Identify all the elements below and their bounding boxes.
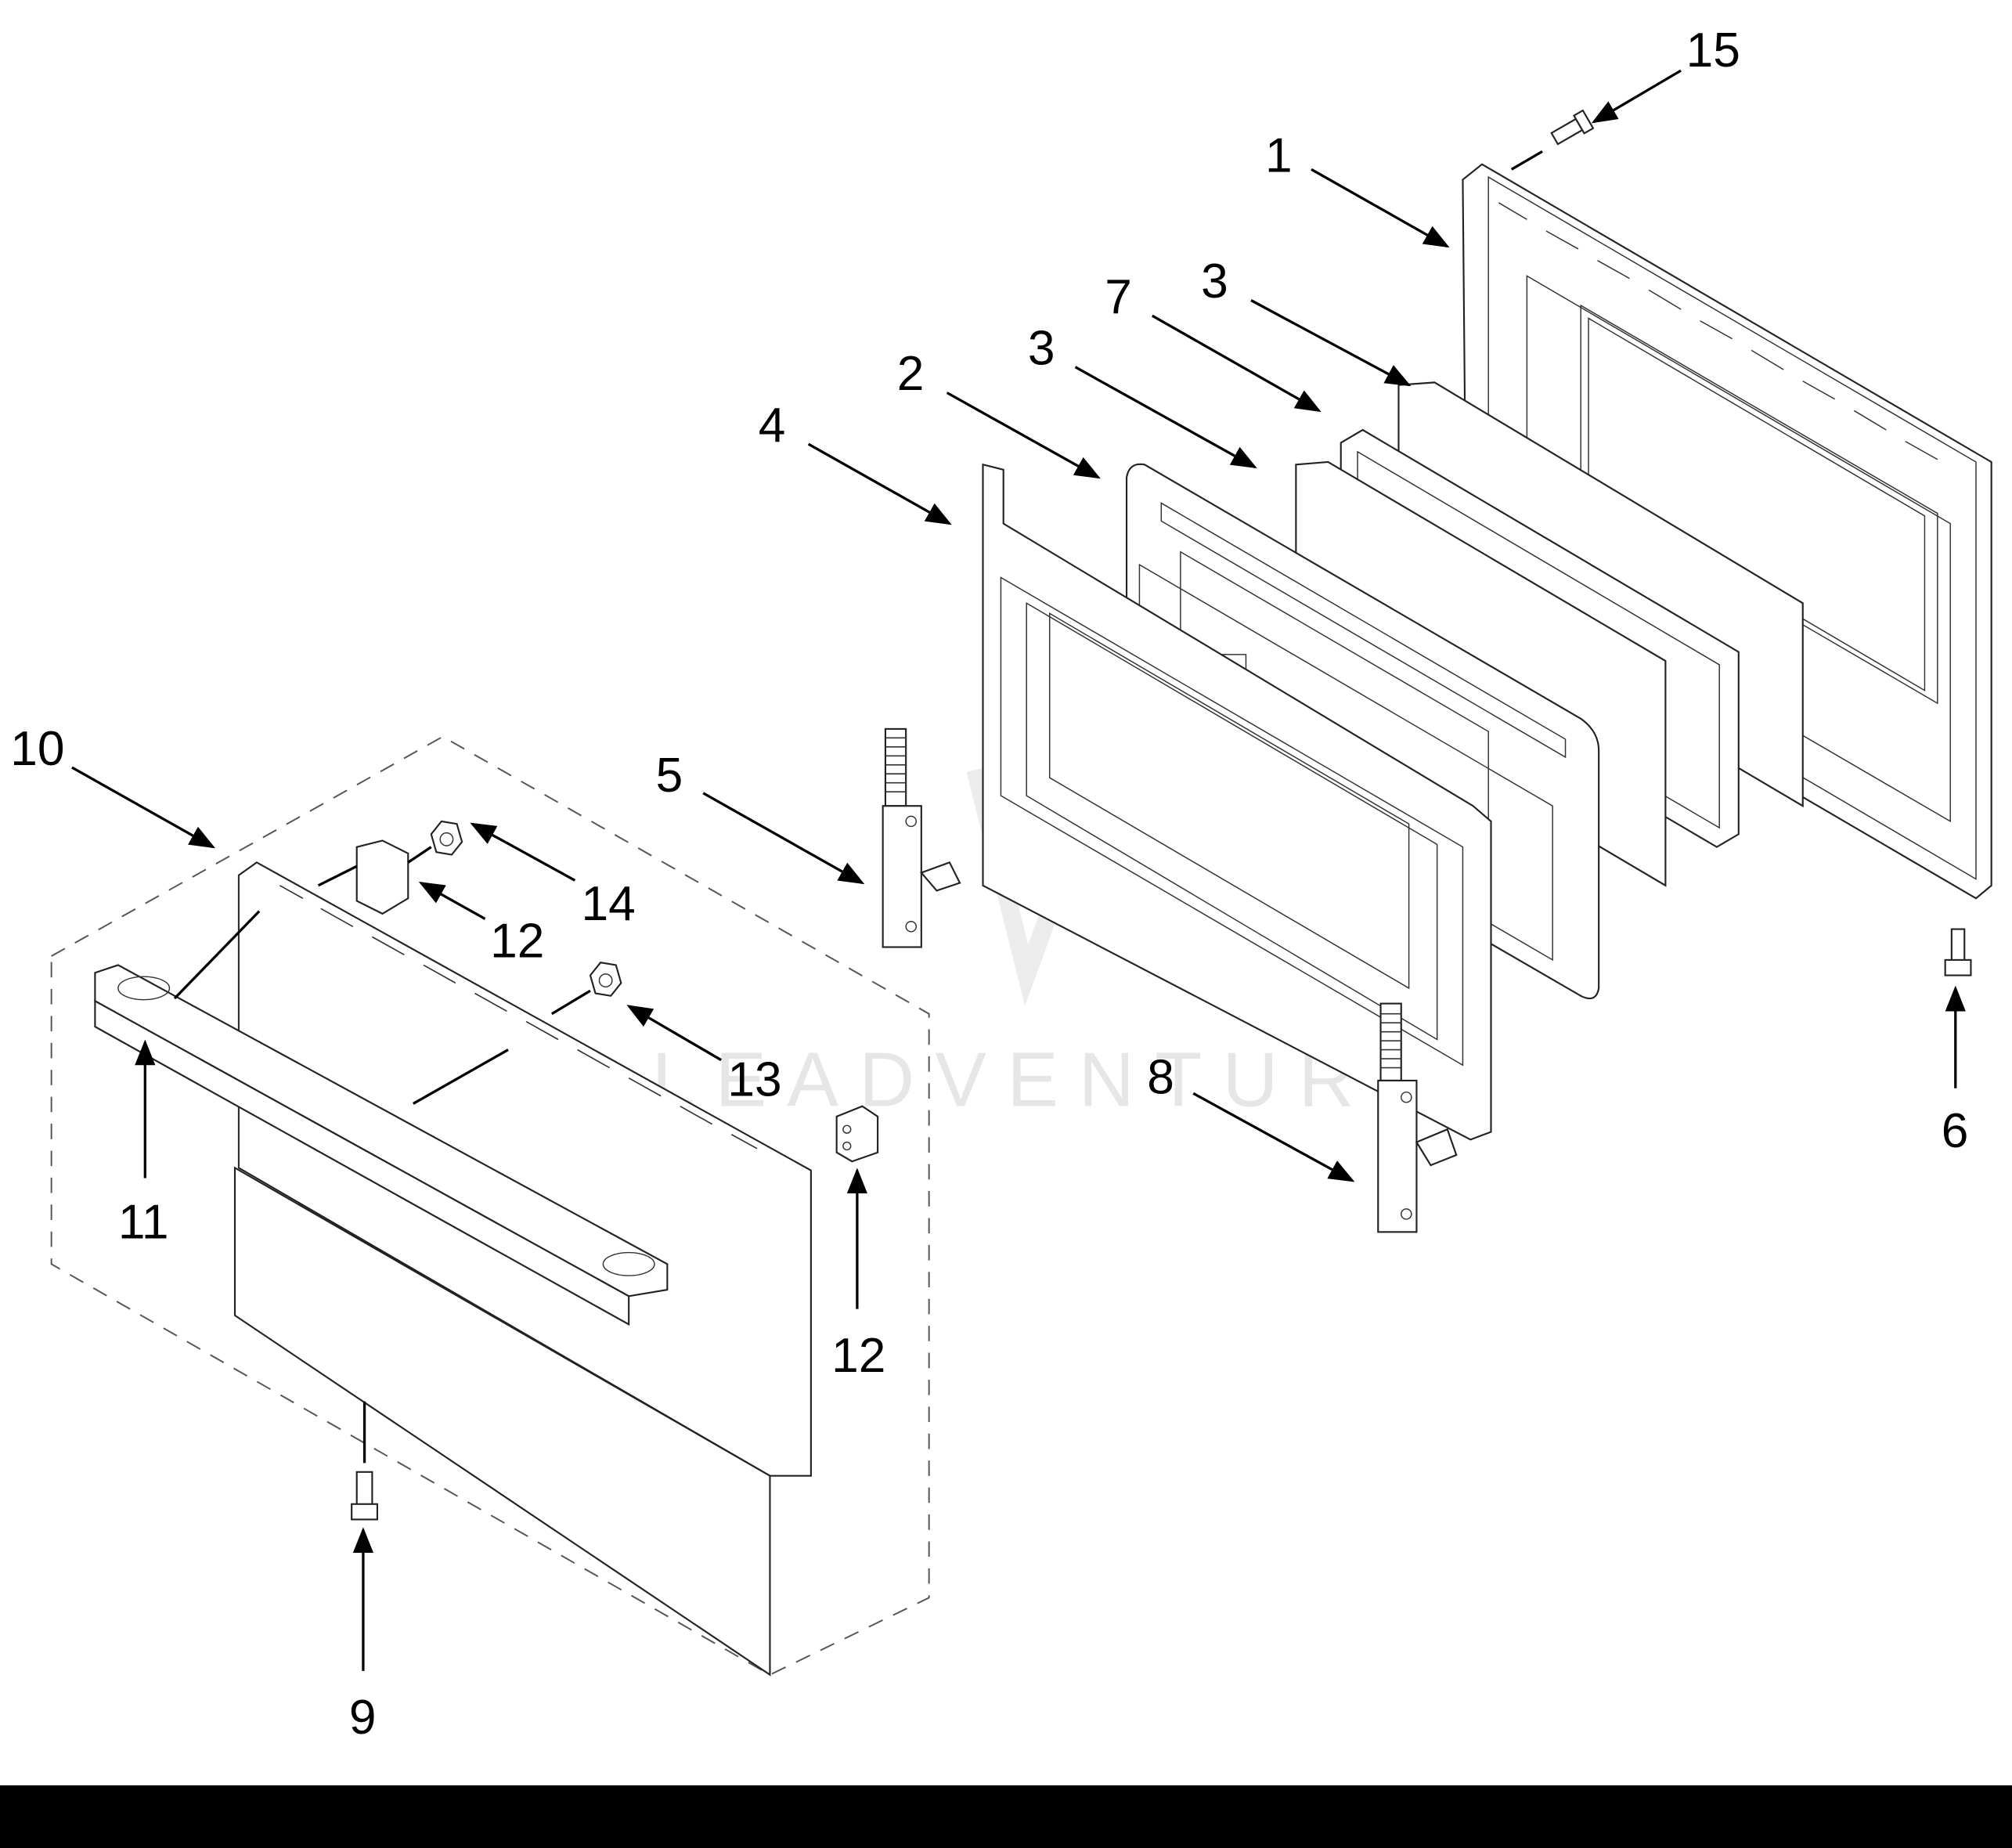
part-14-nut <box>407 820 463 864</box>
arrow-14 <box>470 822 576 882</box>
arrow-4 <box>807 442 952 525</box>
callout-5: 5 <box>656 749 683 803</box>
callout-12a: 12 <box>490 915 544 969</box>
callout-labels: 15 1 3 7 3 2 4 5 6 8 9 10 11 12 12 13 14 <box>10 23 1968 1745</box>
callout-13: 13 <box>727 1053 781 1107</box>
arrow-1 <box>1311 168 1450 248</box>
part-5-hinge-left <box>882 727 961 948</box>
callout-10: 10 <box>10 722 64 776</box>
part-6-screw <box>1944 928 1972 976</box>
arrow-10 <box>71 766 216 849</box>
part-4-inner-frame <box>982 463 1492 1141</box>
callout-14: 14 <box>582 877 636 931</box>
part-15-screw <box>1510 109 1595 171</box>
callout-3a: 3 <box>1028 321 1055 375</box>
arrow-15 <box>1591 69 1682 124</box>
part-12-bracket-upper <box>317 839 409 915</box>
callout-6: 6 <box>1942 1104 1969 1158</box>
arrow-7 <box>1152 314 1322 413</box>
part-10-outer-door-assembly <box>50 735 930 1677</box>
part-9-screw <box>351 1401 379 1521</box>
callout-1: 1 <box>1265 129 1293 183</box>
arrow-8 <box>1192 1092 1355 1182</box>
part-12-bracket-lower <box>835 1105 879 1163</box>
leader-arrows <box>71 69 1966 1671</box>
callout-15: 15 <box>1686 23 1740 78</box>
arrow-12a <box>418 881 486 920</box>
arrow-5 <box>702 792 865 885</box>
part-8-hinge-right <box>1377 1002 1458 1233</box>
arrow-2 <box>946 392 1101 479</box>
part-13-nut <box>550 962 622 1016</box>
callout-3b: 3 <box>1201 254 1228 309</box>
arrow-3a <box>1074 366 1257 469</box>
arrow-3b <box>1250 299 1412 387</box>
callout-9: 9 <box>349 1691 377 1745</box>
footer-black-bar <box>0 1785 2012 1848</box>
callout-4: 4 <box>759 399 786 453</box>
callout-12b: 12 <box>831 1329 885 1383</box>
callout-2: 2 <box>897 347 925 401</box>
callout-11: 11 <box>118 1196 169 1250</box>
callout-8: 8 <box>1147 1050 1174 1104</box>
part-11-handle[interactable] <box>94 964 669 1326</box>
arrow-13 <box>626 1005 722 1062</box>
callout-7: 7 <box>1105 270 1132 324</box>
part-1-door-frame <box>1462 163 1992 900</box>
watermark-text: LEADVENTURE <box>652 1037 1447 1123</box>
